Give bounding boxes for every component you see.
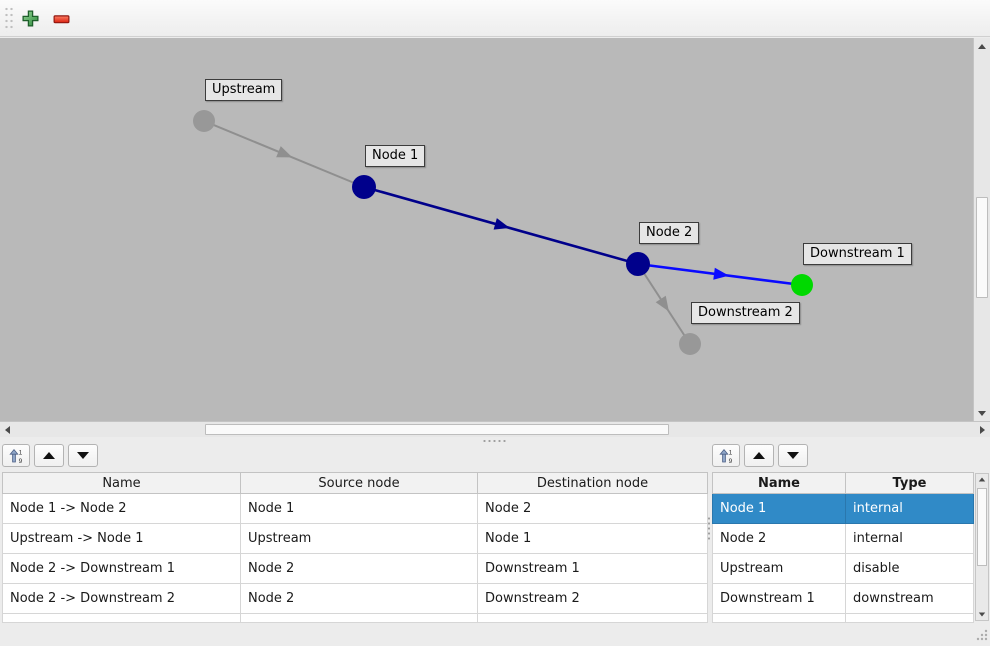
column-header-name[interactable]: Name — [712, 472, 846, 494]
node-label-downstream-1[interactable]: Downstream 1 — [803, 243, 912, 265]
edges-move-down-button[interactable] — [68, 444, 98, 467]
scroll-down-arrow[interactable] — [976, 609, 988, 620]
empty-row — [2, 613, 708, 623]
svg-text:9: 9 — [729, 458, 733, 464]
svg-text:1: 1 — [19, 450, 23, 457]
column-header-destination-node[interactable]: Destination node — [477, 472, 708, 494]
node-label-node-1[interactable]: Node 1 — [365, 145, 426, 167]
minus-icon — [53, 14, 69, 23]
add-button[interactable] — [16, 4, 44, 32]
svg-text:9: 9 — [19, 458, 23, 464]
move-down-icon — [787, 452, 799, 459]
scroll-up-arrow[interactable] — [976, 474, 988, 485]
graph-horizontal-scrollbar[interactable] — [0, 421, 990, 437]
cell[interactable]: Node 2 — [240, 583, 478, 614]
cell[interactable]: Node 2 — [240, 553, 478, 584]
edges-move-up-button[interactable] — [34, 444, 64, 467]
splitter-grip-icon — [482, 439, 508, 443]
scroll-down-arrow[interactable] — [974, 406, 990, 420]
splitter-grip-icon — [707, 516, 711, 542]
node-label-upstream[interactable]: Upstream — [205, 79, 283, 101]
triangle-up-icon — [978, 477, 986, 482]
horizontal-scroll-thumb[interactable] — [205, 424, 669, 435]
column-header-type[interactable]: Type — [845, 472, 974, 494]
triangle-up-icon — [978, 43, 986, 49]
cell[interactable]: Node 1 — [240, 493, 478, 524]
cell[interactable]: Node 1 -> Node 2 — [2, 493, 241, 524]
edges-sort-button[interactable]: 1 9 — [2, 444, 30, 467]
cell[interactable]: Node 1 — [712, 493, 846, 524]
svg-text:1: 1 — [729, 450, 733, 457]
plus-icon — [21, 9, 39, 27]
vertical-splitter[interactable] — [707, 444, 712, 622]
nodes-table-scrollbar[interactable] — [975, 473, 989, 621]
empty-row — [712, 613, 974, 623]
graph-node-upstream[interactable] — [193, 110, 215, 132]
graph-svg — [193, 110, 813, 355]
toolbar-drag-handle[interactable] — [4, 6, 13, 32]
graph-node-downstream-2[interactable] — [679, 333, 701, 355]
horizontal-splitter[interactable] — [0, 437, 990, 444]
triangle-down-icon — [978, 410, 986, 416]
triangle-left-icon — [5, 425, 10, 434]
graph-vertical-scrollbar[interactable] — [973, 38, 990, 421]
window-resize-grip[interactable] — [974, 627, 989, 642]
cell[interactable]: Upstream -> Node 1 — [2, 523, 241, 554]
edge-arrow-icon — [713, 267, 729, 280]
column-header-source-node[interactable]: Source node — [240, 472, 478, 494]
triangle-down-icon — [978, 612, 986, 617]
move-up-icon — [753, 452, 765, 459]
graph-node-node-1[interactable] — [352, 175, 376, 199]
remove-button[interactable] — [47, 4, 75, 32]
cell[interactable]: internal — [845, 523, 974, 554]
scroll-up-arrow[interactable] — [974, 39, 990, 53]
scroll-left-arrow[interactable] — [1, 422, 14, 437]
cell[interactable]: Node 2 — [477, 493, 708, 524]
edge-arrow-icon — [493, 218, 510, 230]
scroll-right-arrow[interactable] — [976, 422, 989, 437]
move-down-icon — [77, 452, 89, 459]
cell[interactable]: internal — [845, 493, 974, 524]
cell[interactable]: disable — [845, 553, 974, 584]
move-up-icon — [43, 452, 55, 459]
graph-node-node-2[interactable] — [626, 252, 650, 276]
cell[interactable]: Downstream 1 — [477, 553, 708, 584]
edge-arrow-icon — [276, 146, 293, 158]
cell[interactable]: Node 2 -> Downstream 1 — [2, 553, 241, 584]
main-toolbar — [0, 0, 990, 37]
nodes-sort-button[interactable]: 1 9 — [712, 444, 740, 467]
resize-grip-icon — [976, 629, 988, 641]
cell[interactable]: Node 1 — [477, 523, 708, 554]
sort-icon: 1 9 — [719, 448, 733, 464]
sort-icon: 1 9 — [9, 448, 23, 464]
cell[interactable]: Upstream — [712, 553, 846, 584]
cell[interactable]: Downstream 2 — [477, 583, 708, 614]
cell[interactable]: Downstream 1 — [712, 583, 846, 614]
column-header-name[interactable]: Name — [2, 472, 241, 494]
vertical-scroll-thumb[interactable] — [977, 488, 987, 566]
vertical-scroll-thumb[interactable] — [976, 197, 988, 298]
cell[interactable]: Node 2 -> Downstream 2 — [2, 583, 241, 614]
nodes-move-up-button[interactable] — [744, 444, 774, 467]
nodes-move-down-button[interactable] — [778, 444, 808, 467]
graph-node-downstream-1[interactable] — [791, 274, 813, 296]
cell[interactable]: Upstream — [240, 523, 478, 554]
cell[interactable]: Node 2 — [712, 523, 846, 554]
triangle-right-icon — [980, 425, 985, 434]
node-label-node-2[interactable]: Node 2 — [639, 222, 700, 244]
edge-arrow-icon — [655, 295, 669, 312]
node-label-downstream-2[interactable]: Downstream 2 — [691, 302, 800, 324]
cell[interactable]: downstream — [845, 583, 974, 614]
